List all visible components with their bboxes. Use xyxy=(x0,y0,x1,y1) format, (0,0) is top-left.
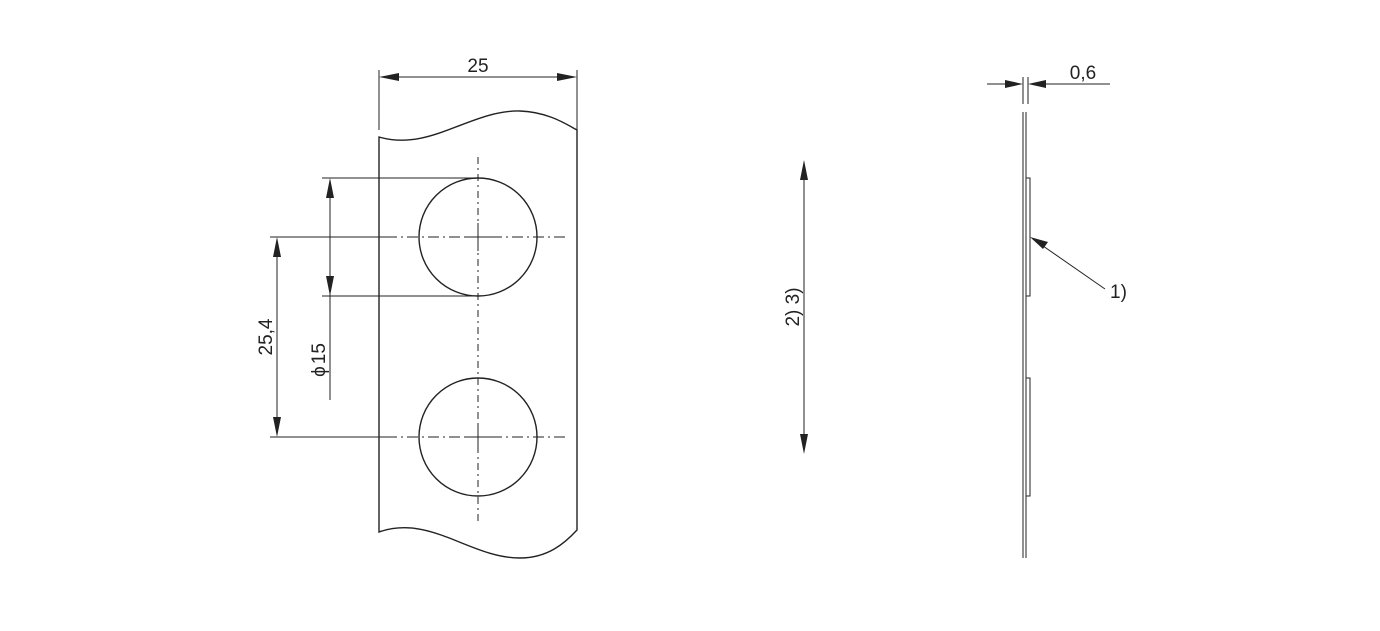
width-dimension: 25 xyxy=(378,56,578,130)
thickness-dimension: 0,6 xyxy=(987,63,1110,104)
width-dimension-label: 25 xyxy=(467,56,488,77)
length-note: 2) 3) xyxy=(783,160,808,454)
lower-pad xyxy=(1025,377,1031,497)
hole-diameter-dimension: ϕ 15 xyxy=(309,177,478,400)
strip-outline xyxy=(378,110,578,559)
hole-diameter-label: ϕ 15 xyxy=(309,343,330,377)
side-view xyxy=(1022,112,1031,558)
hole-pitch-dimension: 25,4 xyxy=(256,236,386,438)
thickness-label: 0,6 xyxy=(1070,63,1096,84)
pad-callout-label: 1) xyxy=(1110,282,1127,303)
pad-callout: 1) xyxy=(1030,237,1127,303)
diameter-symbol: ϕ xyxy=(309,366,330,377)
hole-diameter-value: 15 xyxy=(309,343,330,364)
hole-pitch-label: 25,4 xyxy=(256,318,277,355)
length-note-label: 2) 3) xyxy=(783,287,804,326)
upper-pad xyxy=(1025,177,1031,297)
